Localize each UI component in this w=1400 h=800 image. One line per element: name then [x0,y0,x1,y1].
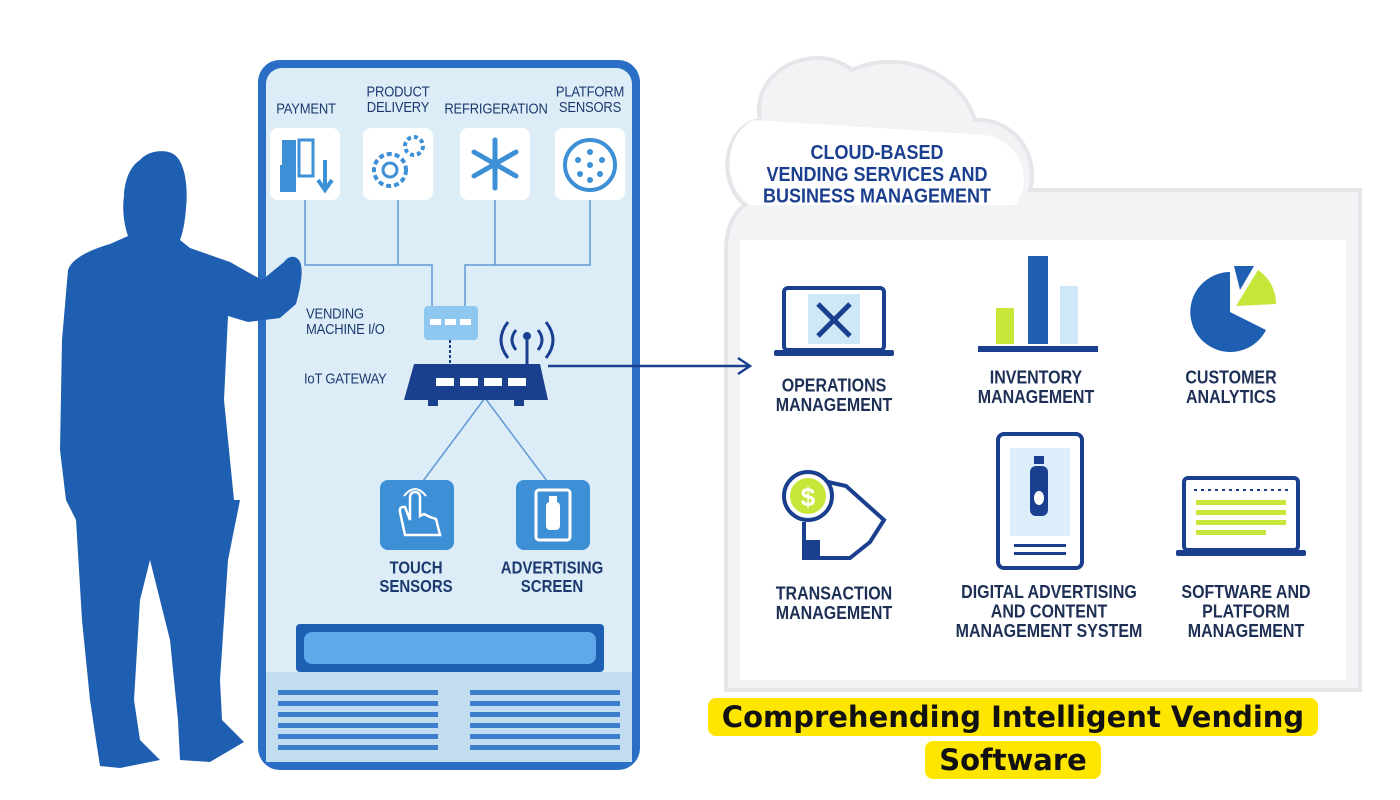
vending-io-line1: VENDING [306,305,364,323]
vending-io-box [424,306,478,340]
product-delivery-label: PRODUCT DELIVERY [356,83,440,116]
digital-advertising-label: DIGITAL ADVERTISING AND CONTENT MANAGEME… [940,583,1158,642]
advertising-line2: SCREEN [520,576,584,597]
platform-sensors-line1: PLATFORM [555,83,625,101]
cloud-title-line1: CLOUD-BASED [810,140,944,164]
customer-line2: ANALYTICS [1185,387,1277,408]
connection-lines [304,200,591,486]
customer-line1: CUSTOMER [1185,368,1277,388]
svg-text:$: $ [801,482,816,512]
laptop-tools-icon [774,286,894,356]
snowflake-icon [460,128,530,200]
inventory-line1: INVENTORY [989,368,1083,388]
laptop-screen-icon [1176,476,1306,556]
software-platform-label: SOFTWARE AND PLATFORM MANAGEMENT [1146,583,1346,642]
bar-chart-icon [978,256,1098,352]
gateway-to-cloud-arrow [548,356,753,376]
pie-chart-icon [1190,266,1277,352]
advertising-line1: ADVERTISING [500,558,604,579]
cloud-title-line2: VENDING SERVICES AND [766,162,988,186]
customer-analytics-label: CUSTOMER ANALYTICS [1166,369,1296,408]
software-line2: PLATFORM MANAGEMENT [1187,602,1305,642]
digital-line2: AND CONTENT [990,602,1108,622]
bottle-screen-icon [516,480,590,550]
touch-sensors-line1: TOUCH [389,558,443,579]
advertising-screen-label: ADVERTISING SCREEN [490,558,614,597]
transaction-line1: TRANSACTION [775,584,893,604]
machine-vents [278,690,620,750]
product-delivery-line2: DELIVERY [366,98,430,116]
cloud-title-area [729,120,1024,205]
page-caption: Comprehending Intelligent Vending Softwa… [678,696,1348,782]
touch-sensors-label: TOUCH SENSORS [366,558,466,597]
platform-sensors-line2: SENSORS [558,98,622,116]
caption-text: Comprehending Intelligent Vending Softwa… [707,698,1319,779]
transaction-line2: MANAGEMENT [775,603,893,624]
transaction-management-label: TRANSACTION MANAGEMENT [760,585,908,624]
payment-label: PAYMENT [276,100,336,117]
tablet-bottle-icon [996,432,1084,570]
digital-line1: DIGITAL ADVERTISING [961,583,1137,603]
router-icon [404,340,548,406]
inventory-management-label: INVENTORY MANAGEMENT [962,369,1110,408]
cloud-title: CLOUD-BASED VENDING SERVICES AND BUSINES… [752,140,1002,208]
software-line1: SOFTWARE AND [1181,583,1311,603]
vending-io-label: VENDING MACHINE I/O [306,305,406,338]
refrigeration-label: REFRIGERATION [444,100,548,117]
product-delivery-line1: PRODUCT [366,83,430,101]
digital-line3: MANAGEMENT SYSTEM [955,621,1143,642]
inventory-line2: MANAGEMENT [977,387,1095,408]
cloud-title-line3: BUSINESS MANAGEMENT [762,184,991,208]
vending-io-line2: MACHINE I/O [306,320,385,338]
touch-sensors-line2: SENSORS [379,576,453,597]
vending-machine [258,60,640,770]
payment-icon [270,128,340,200]
gears-icon [363,128,433,200]
operations-line1: OPERATIONS [781,376,887,396]
wifi-signal-icon [499,321,555,359]
touch-hand-icon [380,480,454,550]
operations-line2: MANAGEMENT [775,395,893,416]
dollar-hand-icon: $ [782,470,887,560]
person-silhouette [60,151,302,768]
platform-sensors-label: PLATFORM SENSORS [550,83,630,116]
sensor-disc-icon [555,128,625,200]
iot-gateway-label: IoT GATEWAY [304,370,387,387]
operations-management-label: OPERATIONS MANAGEMENT [760,377,908,416]
